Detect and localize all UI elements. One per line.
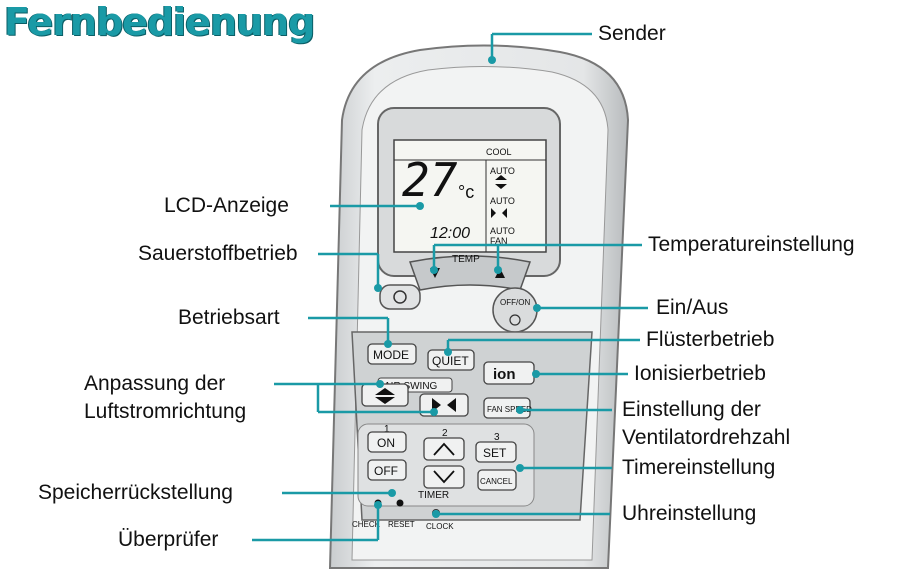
label-operating-mode: Betriebsart xyxy=(178,306,280,329)
timer-step-1: 1 xyxy=(384,424,390,435)
timer-step-3: 3 xyxy=(494,432,500,443)
label-clock: Uhreinstellung xyxy=(622,502,757,525)
label-airflow-line2: Luftstromrichtung xyxy=(84,400,247,423)
timer-label: TIMER xyxy=(418,490,449,501)
timer-off-label: OFF xyxy=(374,464,398,478)
reset-label: RESET xyxy=(388,520,415,529)
timer-on-label: ON xyxy=(377,436,395,450)
power-icon xyxy=(509,314,521,326)
label-checker: Überprüfer xyxy=(118,528,219,551)
label-fan-line1: Einstellung der xyxy=(622,398,761,421)
fan-speed-label: FAN SPEED xyxy=(487,405,532,414)
lcd-unit: °c xyxy=(458,182,474,202)
timer-set-button[interactable] xyxy=(475,441,517,463)
horizontal-swing-icon xyxy=(491,208,507,218)
oxygen-button[interactable] xyxy=(379,284,421,310)
timer-set-label: SET xyxy=(483,446,507,460)
ion-button-label: ion xyxy=(493,366,516,383)
chevron-up-icon xyxy=(433,442,455,456)
page-title: Fernbedienung xyxy=(4,0,315,44)
oxygen-icon xyxy=(393,290,407,304)
timer-cancel-button[interactable] xyxy=(477,469,517,491)
leader-dots xyxy=(374,56,541,518)
label-timer: Timereinstellung xyxy=(622,456,776,479)
chevron-down-icon xyxy=(433,470,455,484)
lcd-auto-1: AUTO xyxy=(490,166,515,176)
label-ionizer: Ionisierbetrieb xyxy=(634,362,766,385)
timer-up-button[interactable] xyxy=(423,437,465,461)
reset-button[interactable] xyxy=(396,499,404,507)
lcd-temperature: 27 xyxy=(402,153,458,207)
temp-rocker[interactable] xyxy=(409,255,531,291)
vertical-swing-icon xyxy=(495,175,507,189)
timer-on-button[interactable] xyxy=(367,431,407,453)
lcd-cool: COOL xyxy=(486,147,512,157)
leader-lines xyxy=(252,32,648,542)
timer-down-button[interactable] xyxy=(423,465,465,489)
label-airflow-line1: Anpassung der xyxy=(84,372,226,395)
label-on-off: Ein/Aus xyxy=(656,296,729,319)
quiet-button-label: QUIET xyxy=(432,354,469,368)
label-fan-line2: Ventilatordrehzahl xyxy=(622,426,791,449)
label-lcd: LCD-Anzeige xyxy=(164,194,289,217)
lcd-screen xyxy=(393,139,547,253)
lcd-auto-3: AUTO xyxy=(490,226,515,236)
check-label: CHECK xyxy=(352,520,381,529)
mode-button-label: MODE xyxy=(373,348,409,362)
timer-off-button[interactable] xyxy=(367,459,407,481)
lcd-time: 12:00 xyxy=(430,225,470,242)
air-swing-label: AIR SWING xyxy=(384,381,438,392)
timer-step-2: 2 xyxy=(442,428,448,439)
label-temperature-setting: Temperatureinstellung xyxy=(648,233,855,256)
timer-cancel-label: CANCEL xyxy=(480,477,513,486)
clock-label: CLOCK xyxy=(426,522,454,531)
label-oxygen: Sauerstoffbetrieb xyxy=(138,242,298,265)
off-on-label: OFF/ON xyxy=(500,298,530,307)
lcd-auto-2: AUTO xyxy=(490,196,515,206)
label-sender: Sender xyxy=(598,22,666,45)
lcd-fan: FAN xyxy=(490,236,508,246)
label-memory-reset: Speicherrückstellung xyxy=(38,481,233,504)
label-quiet-mode: Flüsterbetrieb xyxy=(646,328,775,351)
temp-label: TEMP xyxy=(452,254,480,265)
